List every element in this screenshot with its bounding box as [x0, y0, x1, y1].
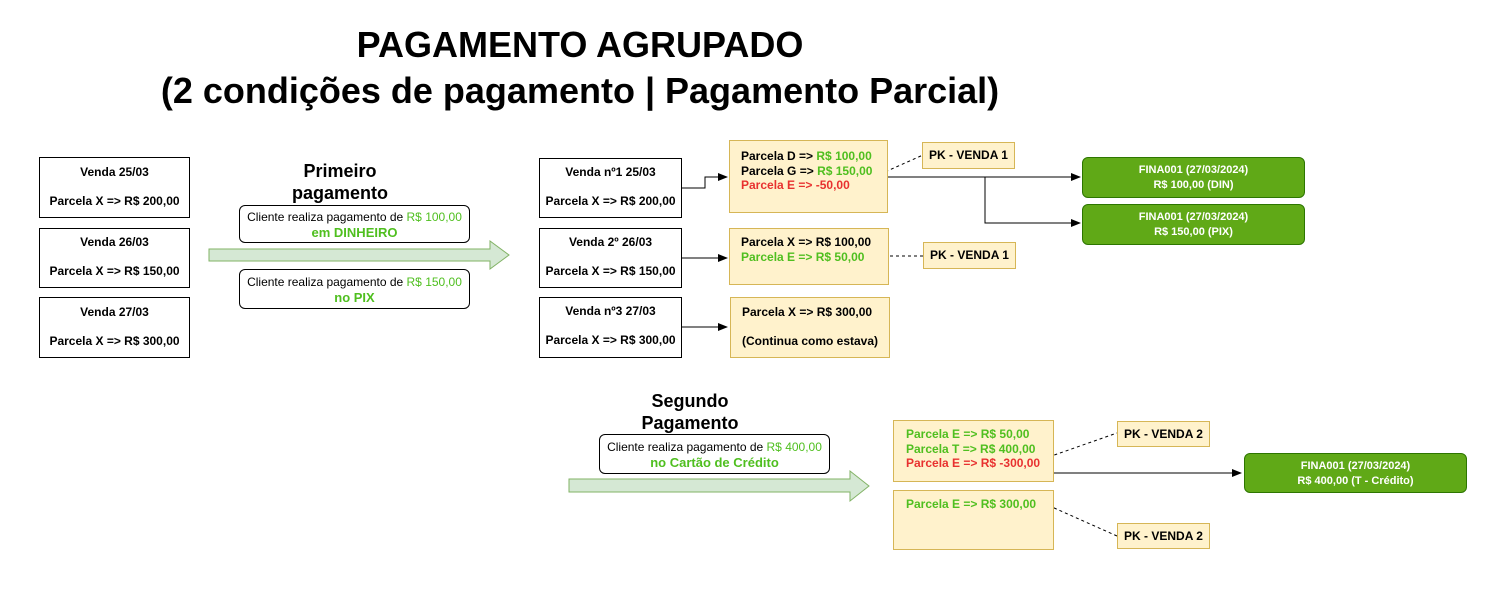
fina-title: FINA001 (27/03/2024) [1300, 460, 1411, 472]
dashed-link-pk4 [1042, 502, 1118, 537]
first-payment-label: Primeiro pagamento [270, 160, 410, 204]
fina-box-dinheiro: FINA001 (27/03/2024) R$ 100,00 (DIN) [1082, 157, 1305, 198]
callout-method: DINHEIRO [333, 225, 398, 240]
diagram-title-line1: PAGAMENTO AGRUPADO [356, 24, 804, 65]
sale-parcel: Parcela X => R$ 200,00 [49, 194, 180, 208]
parcel-e-negative: Parcela E => -50,00 [741, 178, 850, 192]
sale-parcel: Parcela X => R$ 300,00 [49, 334, 180, 348]
sale-parcel: Parcela X => R$ 150,00 [49, 264, 180, 278]
callout-method: Cartão de Crédito [669, 455, 779, 470]
callout-cash-payment: Cliente realiza pagamento de R$ 100,00 e… [239, 205, 470, 243]
sale-header: Venda 27/03 [80, 305, 149, 319]
callout-method-prefix: no [650, 455, 670, 470]
second-parcel-box-2: Parcela E => R$ 300,00 [893, 490, 1054, 550]
right-sale-box-3: Venda nº3 27/03 Parcela X => R$ 300,00 [539, 297, 682, 358]
callout-text: Cliente realiza pagamento de [247, 210, 407, 224]
fina-box-credito: FINA001 (27/03/2024) R$ 400,00 (T - Créd… [1244, 453, 1467, 493]
right-sale-box-1: Venda nº1 25/03 Parcela X => R$ 200,00 [539, 158, 682, 218]
callout-amount: R$ 100,00 [406, 210, 462, 224]
callout-text: Cliente realiza pagamento de [607, 440, 767, 454]
second-parcel-box-1: Parcela E => R$ 50,00 Parcela T => R$ 40… [893, 420, 1054, 482]
parcel-note: (Continua como estava) [742, 333, 879, 348]
parcel-x-line: Parcela X => R$ 300,00 [742, 305, 873, 319]
second-payment-label: Segundo Pagamento [620, 390, 760, 434]
fina-amount: R$ 400,00 (T - Crédito) [1297, 475, 1414, 487]
sale-header: Venda nº1 25/03 [565, 165, 656, 179]
parcel-g-prefix: Parcela G => [741, 163, 818, 178]
callout-amount: R$ 400,00 [766, 440, 822, 454]
second-payment-label-line1: Segundo [651, 391, 729, 411]
fina-title: FINA001 (27/03/2024) [1138, 211, 1249, 223]
dashed-link-pk3 [1042, 432, 1118, 460]
parcel-e-line: Parcela E => R$ 50,00 [741, 249, 865, 264]
parcel-e-line: Parcela E => R$ 300,00 [906, 497, 1037, 511]
left-sale-box-2: Venda 26/03 Parcela X => R$ 150,00 [39, 228, 190, 288]
callout-amount: R$ 150,00 [406, 275, 462, 289]
parcel-t-line: Parcela T => R$ 400,00 [906, 441, 1036, 456]
first-payment-arrow [208, 240, 510, 270]
parcel-d-value: R$ 100,00 [816, 149, 872, 163]
sale-header: Venda nº3 27/03 [565, 304, 656, 318]
pk-label-venda2-b: PK - VENDA 2 [1117, 523, 1210, 549]
parcel-g-value: R$ 150,00 [817, 163, 873, 178]
sale-header: Venda 26/03 [80, 235, 149, 249]
callout-credit-card-payment: Cliente realiza pagamento de R$ 400,00 n… [599, 434, 830, 474]
diagram-title-line2: (2 condições de pagamento | Pagamento Pa… [160, 70, 1000, 111]
sale-header: Venda 2º 26/03 [568, 235, 653, 249]
sale-parcel: Parcela X => R$ 150,00 [545, 264, 676, 278]
second-payment-label-line2: Pagamento [641, 413, 739, 433]
arrow-parcels1-to-fina2 [984, 177, 1081, 227]
left-sale-box-3: Venda 27/03 Parcela X => R$ 300,00 [39, 297, 190, 358]
callout-method-prefix: em [311, 225, 334, 240]
parcel-box-venda1: Parcela D => R$ 100,00 Parcela G => R$ 1… [729, 140, 888, 213]
parcel-d-prefix: Parcela D => [741, 149, 817, 163]
callout-method: PIX [353, 290, 375, 305]
sale-parcel: Parcela X => R$ 200,00 [545, 194, 676, 208]
fina-amount: R$ 150,00 (PIX) [1154, 226, 1233, 238]
fina-box-pix: FINA001 (27/03/2024) R$ 150,00 (PIX) [1082, 204, 1305, 245]
right-sale-box-2: Venda 2º 26/03 Parcela X => R$ 150,00 [539, 228, 682, 288]
callout-method-prefix: no [334, 290, 354, 305]
pk-label-venda2-a: PK - VENDA 2 [1117, 421, 1210, 447]
pk-label-venda1-b: PK - VENDA 1 [923, 242, 1016, 269]
first-payment-label-line1: Primeiro [303, 161, 377, 181]
pk-label-venda1-a: PK - VENDA 1 [922, 142, 1015, 169]
parcel-e-line: Parcela E => R$ 50,00 [906, 427, 1030, 441]
parcel-x-line: Parcela X => R$ 100,00 [741, 235, 872, 249]
second-payment-arrow [568, 469, 870, 503]
callout-pix-payment: Cliente realiza pagamento de R$ 150,00 n… [239, 269, 470, 309]
sale-parcel: Parcela X => R$ 300,00 [545, 333, 676, 347]
first-payment-label-line2: pagamento [291, 183, 388, 203]
parcel-e-negative: Parcela E => R$ -300,00 [906, 456, 1041, 470]
arrow-venda1-to-parcels [681, 173, 728, 189]
parcel-box-venda3: Parcela X => R$ 300,00 (Continua como es… [730, 297, 890, 358]
callout-text: Cliente realiza pagamento de [247, 275, 407, 289]
left-sale-box-1: Venda 25/03 Parcela X => R$ 200,00 [39, 157, 190, 218]
fina-amount: R$ 100,00 (DIN) [1153, 179, 1234, 191]
fina-title: FINA001 (27/03/2024) [1138, 164, 1249, 176]
sale-header: Venda 25/03 [80, 165, 149, 179]
parcel-box-venda2: Parcela X => R$ 100,00 Parcela E => R$ 5… [729, 228, 889, 285]
